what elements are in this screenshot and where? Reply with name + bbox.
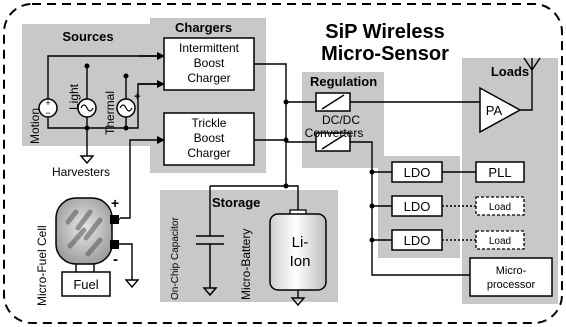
charger-output-wiring <box>209 63 316 236</box>
light-label: Light <box>67 83 81 110</box>
svg-text:LDO: LDO <box>404 233 431 248</box>
fuel-cell-ground-icon <box>124 279 140 289</box>
package-boundary <box>3 3 563 324</box>
chargers-label: Chargers <box>175 20 232 35</box>
fuel-reservoir <box>61 271 111 297</box>
harvesters-label: Harvesters <box>52 165 110 179</box>
svg-text:PLL: PLL <box>488 165 511 180</box>
capacitor-label: On-Chip Capacitor <box>170 217 181 300</box>
capacitor-icon <box>196 235 224 297</box>
svg-text:Boost: Boost <box>194 56 225 70</box>
sources-label: Sources <box>62 29 113 44</box>
loads-label: Loads <box>491 64 529 79</box>
fuel-cell-label: Micro-Fuel Cell <box>35 225 49 306</box>
svg-text:Charger: Charger <box>187 146 230 160</box>
pa-amplifier <box>479 86 522 134</box>
fuel-cell-minus-terminal <box>110 240 119 249</box>
load-1 <box>475 196 525 216</box>
pll-block <box>475 161 525 183</box>
motion-label: Motion <box>28 108 42 144</box>
diagram-title-line2: Micro-Sensor <box>321 43 449 65</box>
storage-label: Storage <box>212 195 260 210</box>
svg-text:Load: Load <box>489 236 511 247</box>
svg-text:+: + <box>45 98 50 108</box>
svg-text:processor: processor <box>487 279 536 291</box>
regulation-panel <box>302 72 384 168</box>
li-ion-battery <box>269 213 327 291</box>
svg-text:LDO: LDO <box>404 165 431 180</box>
fuel-cell-texture <box>65 209 103 257</box>
dcdc-label-line1: DC/DC <box>322 113 360 127</box>
svg-text:Ion: Ion <box>290 253 311 270</box>
svg-text:−: − <box>45 108 50 118</box>
svg-text:Load: Load <box>489 202 511 213</box>
regulation-label: Regulation <box>310 74 377 89</box>
svg-text:Micro-: Micro- <box>496 265 527 277</box>
svg-text:Li-: Li- <box>292 234 309 251</box>
svg-text:Intermittent: Intermittent <box>179 41 240 55</box>
svg-text:LDO: LDO <box>404 199 431 214</box>
microprocessor-block <box>469 257 553 297</box>
thermal-label: Thermal <box>103 91 117 135</box>
fuel-cell-plus: + <box>111 195 119 211</box>
sources-panel <box>22 24 150 146</box>
micro-battery-label: Micro-Battery <box>239 229 253 300</box>
fuel-cell-plus-terminal <box>110 215 119 224</box>
svg-text:Charger: Charger <box>187 71 230 85</box>
svg-text:Fuel: Fuel <box>73 277 98 292</box>
svg-text:+: + <box>134 91 140 103</box>
fuel-cell-minus: - <box>113 251 118 268</box>
intermittent-boost-charger <box>163 37 255 91</box>
load-2 <box>475 230 525 250</box>
svg-text:Boost: Boost <box>194 131 225 145</box>
harvester-ground-icon <box>79 155 95 165</box>
diagram-title-line1: SiP Wireless <box>325 21 445 43</box>
trickle-boost-charger <box>163 112 255 166</box>
svg-text:PA: PA <box>486 103 503 118</box>
svg-text:Trickle: Trickle <box>192 116 227 130</box>
antenna-icon <box>520 57 541 111</box>
dcdc-label-line2: Converters <box>305 126 364 140</box>
battery-ground-icon <box>290 297 306 307</box>
